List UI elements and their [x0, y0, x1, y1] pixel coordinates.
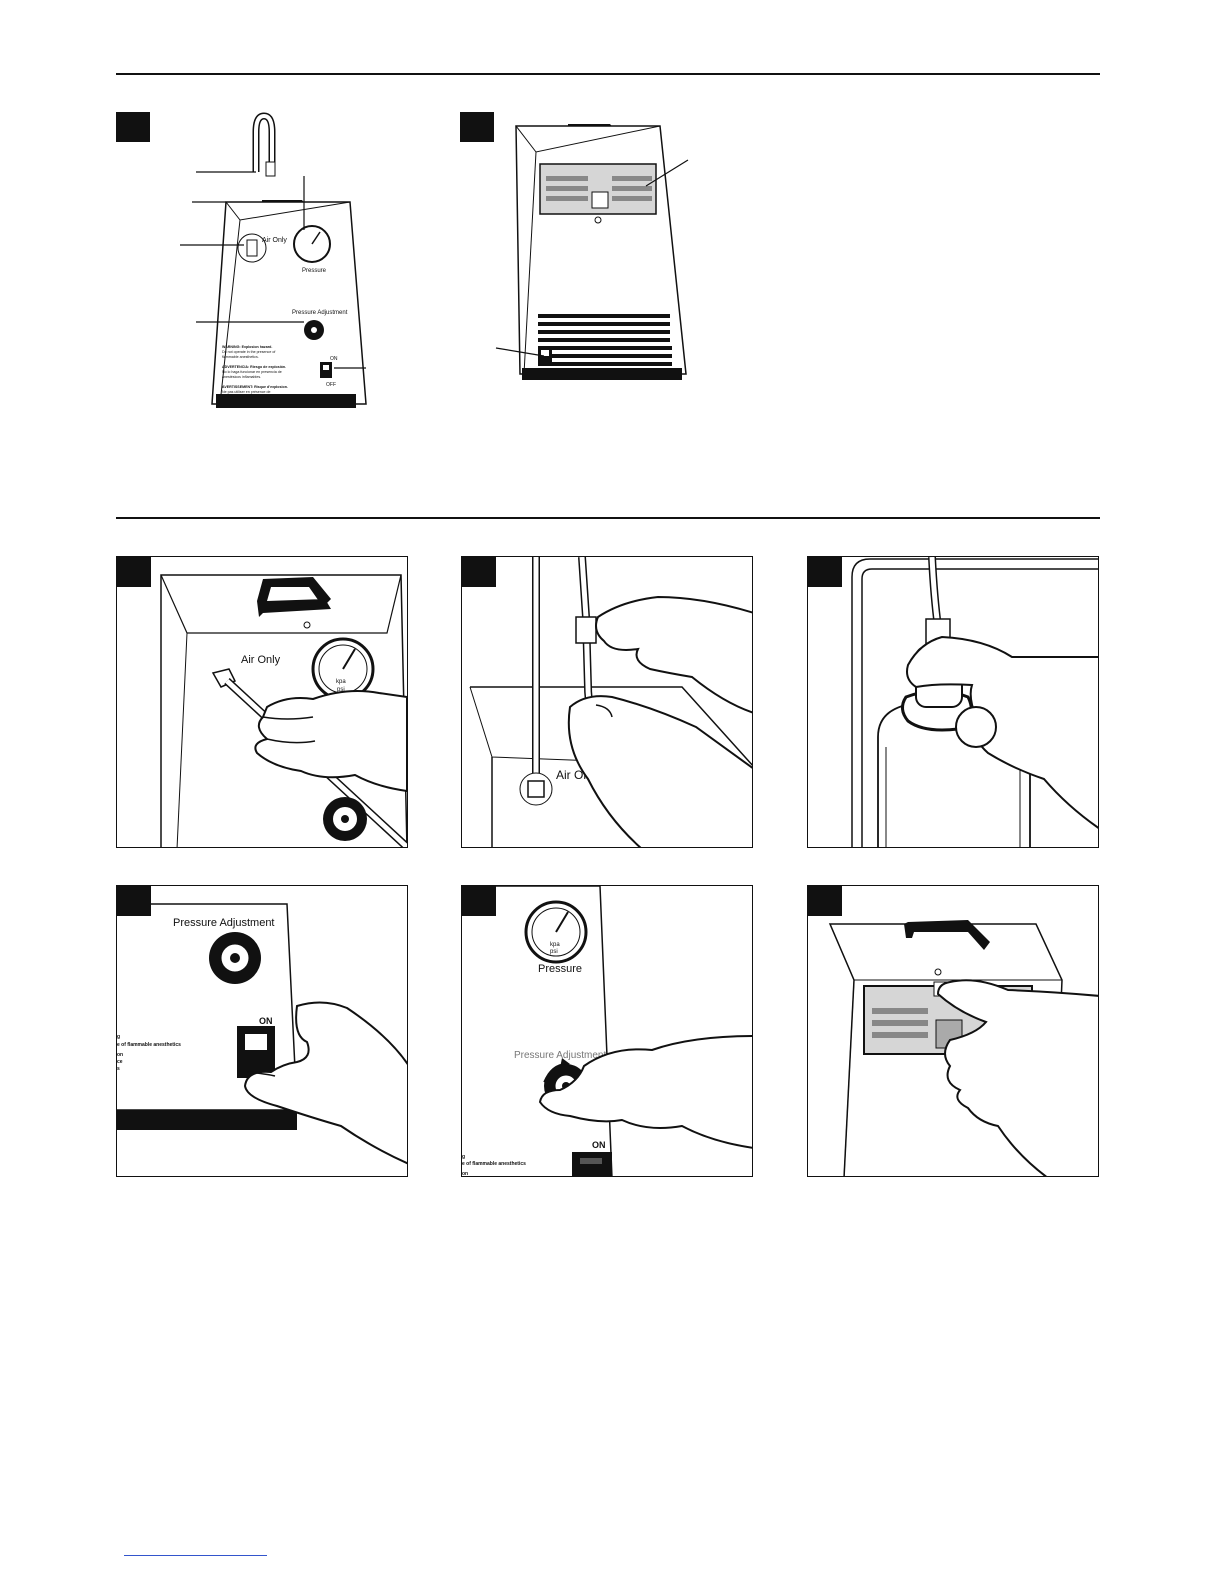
warning-line: WARNING: Explosion hazard. [222, 345, 272, 349]
middle-rule [116, 517, 1100, 519]
warning-fragment: s [117, 1066, 120, 1072]
warning-fragment: g [462, 1154, 465, 1160]
hand-icon [906, 635, 1098, 829]
air-only-label: Air Only [241, 654, 281, 666]
adjust-label: Pressure Adjustment [173, 917, 275, 929]
warning-line: AVERTISSEMENT: Risque d'explosion. [222, 385, 288, 389]
warning-line: anesthésiques inflammables. [222, 395, 268, 399]
gauge-unit-top: kpa [336, 679, 346, 685]
adjust-label: Pressure Adjustment [514, 1050, 606, 1061]
step-5-adjust-pressure: kpa psi Pressure Pressure Adjustment ON … [461, 885, 753, 1177]
warning-fragment: e of flammable anesthetics [462, 1161, 526, 1167]
footer-link-underline [124, 1555, 267, 1556]
step-badge [462, 886, 496, 916]
warning-fragment: on [462, 1171, 468, 1177]
warning-line: Do not operate in the presence of [222, 350, 275, 354]
figure-badge [460, 112, 494, 142]
warning-fragment: ce [117, 1059, 123, 1065]
figure-back-overview [460, 112, 710, 392]
hand-icon [936, 979, 1098, 1176]
gauge-unit-bottom: psi [337, 687, 345, 693]
warning-fragment: g [117, 1034, 120, 1040]
air-only-label: Air Only [262, 237, 287, 244]
step-6-remove-filter [807, 885, 1099, 1177]
switch-on-label: ON [259, 1016, 273, 1026]
step-2-attach-tube: Air Only [461, 556, 753, 848]
hand-icon [595, 595, 752, 714]
step-1-connect-tube: kpa psi Air Only [116, 556, 408, 848]
warning-line: Ne pas utiliser en présence de [222, 390, 271, 394]
switch-off-label: OFF [326, 382, 336, 388]
top-rule [116, 73, 1100, 75]
step-badge [117, 886, 151, 916]
hand-icon [567, 695, 752, 847]
gauge-label: Pressure [302, 268, 327, 274]
figure-badge [116, 112, 150, 142]
handle-icon [904, 920, 990, 950]
hand-icon [254, 690, 407, 793]
step-badge [117, 557, 151, 587]
switch-on-label: ON [330, 356, 338, 362]
switch-icon [237, 1026, 275, 1078]
warning-line: anestésicos inflamables. [222, 375, 261, 379]
gauge-unit-top: kpa [550, 942, 560, 948]
switch-icon [572, 1152, 612, 1176]
figure-front-overview: Air Only Pressure Pressure Adjustment ON… [116, 112, 416, 422]
adjust-label: Pressure Adjustment [292, 310, 348, 316]
handle-icon [257, 577, 331, 617]
warning-line: No lo haga funcionar en presencia de [222, 370, 282, 374]
step-badge [808, 557, 842, 587]
gauge-label: Pressure [538, 963, 582, 975]
warning-line: flammable anesthetics. [222, 355, 259, 359]
warning-line: ADVERTENCIA: Riesgo de explosión. [222, 365, 286, 369]
switch-on-label: ON [592, 1140, 606, 1150]
warning-fragment: e of flammable anesthetics [117, 1042, 181, 1048]
hand-icon [538, 1035, 752, 1149]
warning-fragment: on [117, 1052, 123, 1058]
step-badge [462, 557, 496, 587]
hand-icon [243, 1001, 407, 1165]
step-badge [808, 886, 842, 916]
gauge-unit-bottom: psi [550, 949, 558, 955]
step-3-attach-jar [807, 556, 1099, 848]
step-4-switch-on: Pressure Adjustment ON g e of flammable … [116, 885, 408, 1177]
